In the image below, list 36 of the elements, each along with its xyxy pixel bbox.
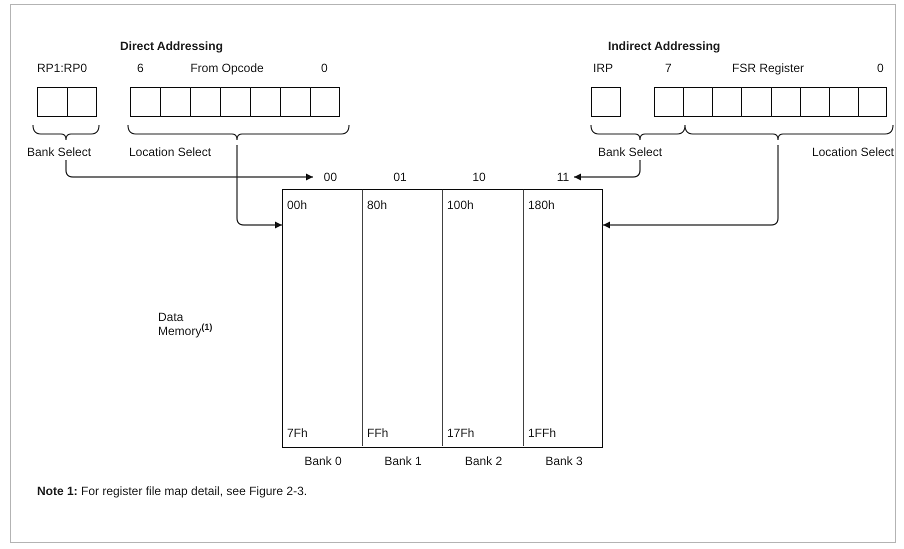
address-label: 100h xyxy=(447,198,474,212)
bank-label: Bank 3 xyxy=(544,454,584,468)
arrow xyxy=(236,145,282,228)
address-label: 17Fh xyxy=(447,426,474,440)
bank-select-code: 00 xyxy=(313,170,337,184)
bank-label: Bank 1 xyxy=(383,454,423,468)
address-label: 80h xyxy=(367,198,388,212)
bank-label: Bank 2 xyxy=(464,454,504,468)
bank-select-code: 01 xyxy=(390,170,410,184)
memory-label: Data Memory$^{(1)}$ xyxy=(158,310,214,338)
register-name: RP1:RP0 xyxy=(37,61,88,75)
bank-select-code: 11 xyxy=(552,170,574,184)
arrow xyxy=(65,160,313,180)
field-label: Bank Select xyxy=(598,145,682,159)
section-heading: Direct Addressing xyxy=(120,39,223,53)
address-label: 7Fh xyxy=(287,426,308,440)
register-name: From Opcode xyxy=(190,61,264,75)
address-label: FFh xyxy=(367,426,388,440)
register-name: FSR Register xyxy=(732,61,804,75)
bit-number: 0 xyxy=(321,61,328,75)
address-label: 00h xyxy=(287,198,308,212)
bit-number: 7 xyxy=(665,61,672,75)
address-label: 1FFh xyxy=(528,426,556,440)
bit-number: 0 xyxy=(877,61,884,75)
field-label: Bank Select xyxy=(27,145,103,159)
bank-label: Bank 0 xyxy=(303,454,343,468)
arrow xyxy=(574,160,641,180)
field-label: Location Select xyxy=(129,145,241,159)
footnote: Note 1: For register file map detail, see Figure 2-3. xyxy=(37,484,308,498)
field-label: Location Select xyxy=(770,145,894,159)
address-label: 180h xyxy=(528,198,555,212)
arrow xyxy=(603,145,779,228)
bit-number: 6 xyxy=(137,61,144,75)
register-name: IRP xyxy=(593,61,614,75)
bank-select-code: 10 xyxy=(469,170,489,184)
section-heading: Indirect Addressing xyxy=(608,39,720,53)
